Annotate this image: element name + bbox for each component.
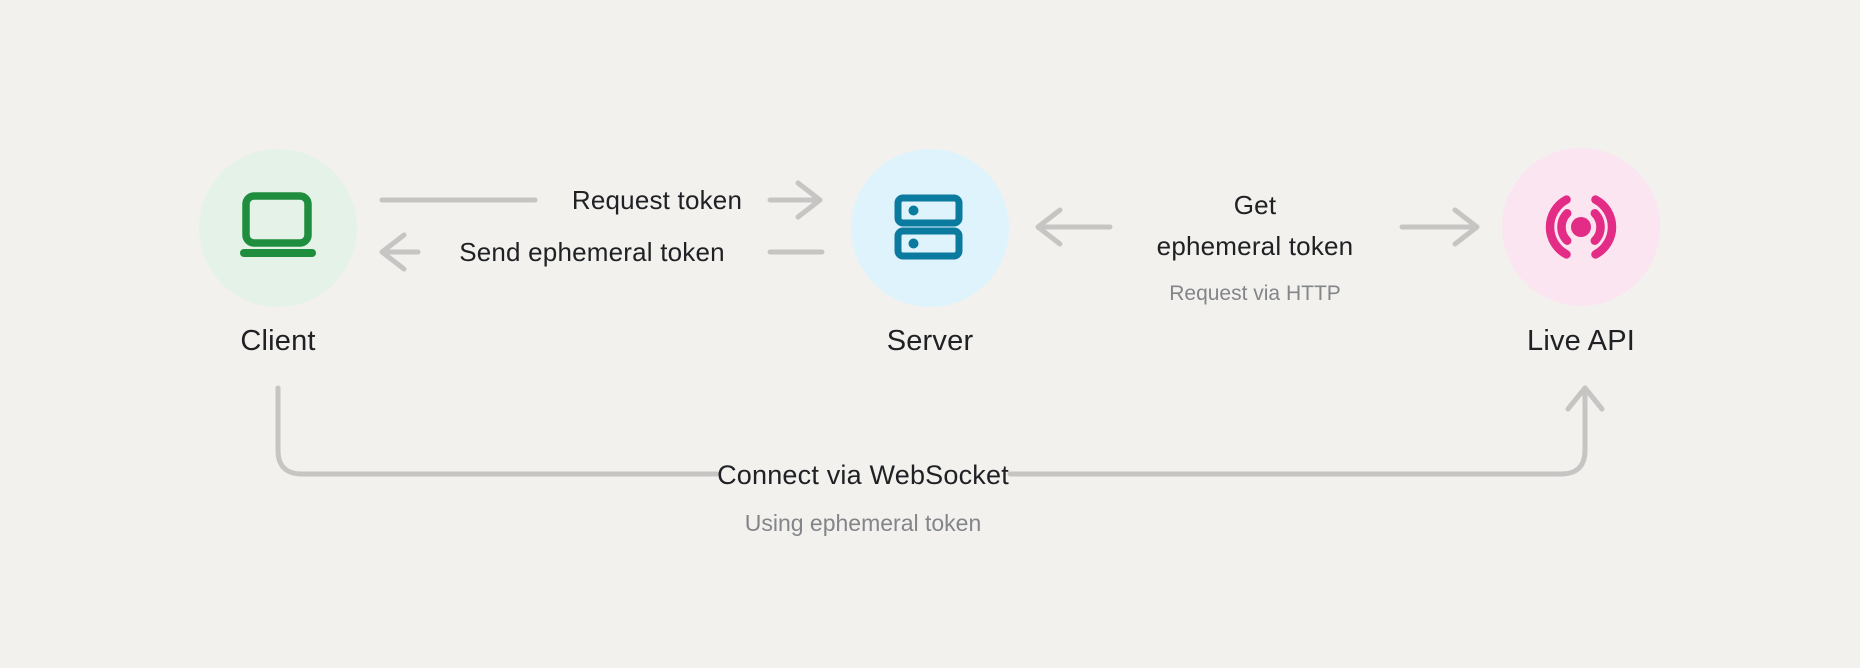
request-token-label: Request token: [572, 185, 742, 215]
websocket-path-right: [1007, 391, 1588, 477]
live-api-label: Live API: [1527, 325, 1635, 357]
get-ephemeral-token-label-line1: Get: [1234, 190, 1277, 220]
live-broadcast-icon: [1545, 195, 1617, 259]
server-node: Server: [851, 149, 1009, 357]
laptop-icon: [240, 192, 316, 257]
edge-request-token: Request token: [379, 180, 823, 220]
arrow-right-icon: [1399, 207, 1480, 247]
server-label: Server: [887, 325, 974, 357]
request-via-http-sublabel: Request via HTTP: [1169, 282, 1341, 305]
send-ephemeral-token-label: Send ephemeral token: [459, 237, 725, 267]
edge-connect-websocket: Connect via WebSocket Using ephemeral to…: [275, 385, 1605, 536]
using-ephemeral-token-sublabel: Using ephemeral token: [745, 510, 982, 536]
edge-send-ephemeral-token: Send ephemeral token: [379, 232, 825, 272]
arrow-up-icon: [1565, 385, 1605, 412]
arrow-left-icon: [1035, 207, 1113, 247]
client-circle: [199, 149, 357, 307]
websocket-path-left: [275, 385, 720, 477]
live-api-node: Live API: [1502, 148, 1660, 357]
arrow-left-icon: [379, 232, 421, 272]
connect-websocket-label: Connect via WebSocket: [717, 460, 1009, 490]
client-node: Client: [199, 149, 357, 357]
get-ephemeral-token-label-line2: ephemeral token: [1157, 231, 1354, 261]
client-label: Client: [240, 325, 315, 357]
arrow-right-icon: [767, 180, 823, 220]
server-rack-icon: [894, 194, 963, 260]
edge-get-ephemeral-token: Get ephemeral token Request via HTTP: [1035, 190, 1480, 305]
